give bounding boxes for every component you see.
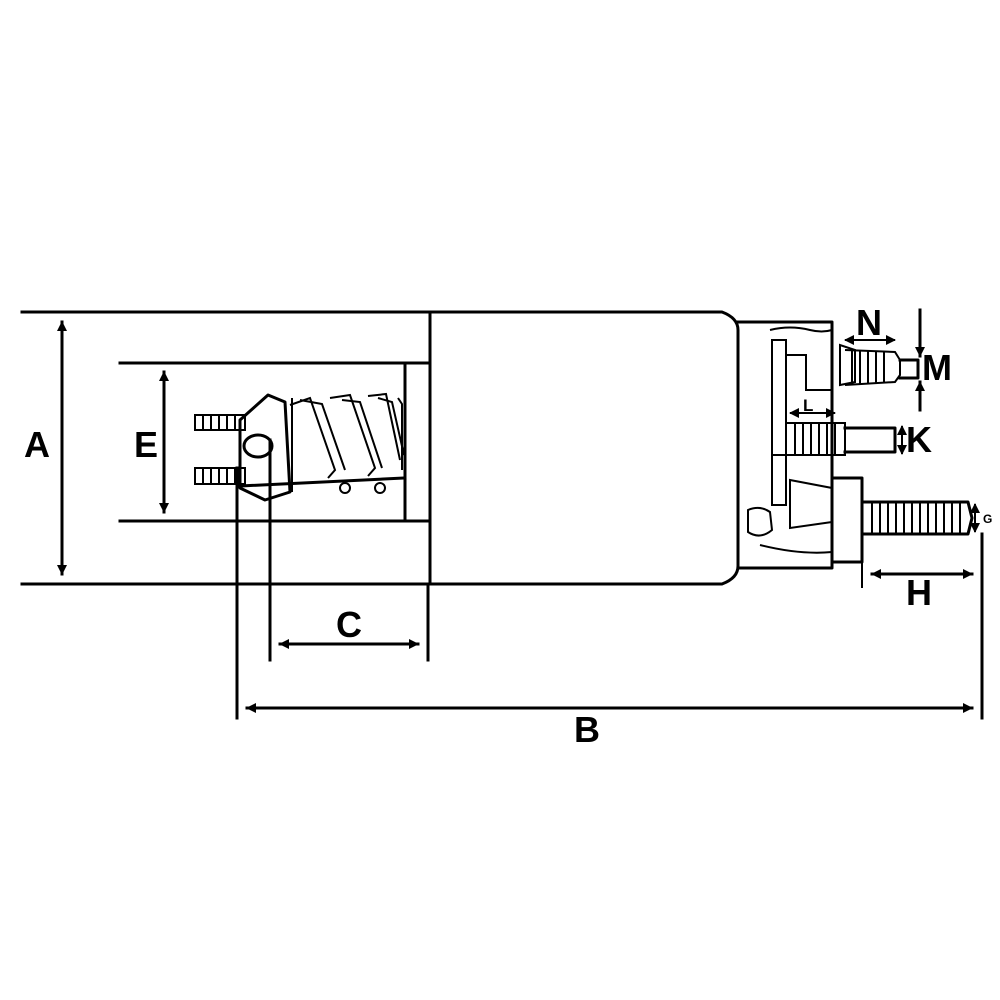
label-h: H: [906, 572, 932, 613]
terminal-g: [747, 478, 974, 537]
label-n: N: [856, 302, 882, 343]
terminal-m: [839, 343, 920, 387]
label-e: E: [134, 424, 158, 465]
terminal-k: [786, 422, 897, 456]
dimension-c: [268, 438, 430, 662]
solenoid-body: [20, 310, 864, 588]
label-m: M: [922, 347, 952, 388]
label-b: B: [574, 709, 600, 750]
label-k: K: [906, 419, 932, 460]
label-a: A: [24, 424, 50, 465]
plunger-housing: [118, 361, 432, 523]
dimension-b: [235, 466, 984, 720]
label-l: L: [803, 396, 813, 415]
label-g: G: [983, 512, 992, 526]
label-c: C: [336, 604, 362, 645]
plunger-spring: [194, 392, 407, 502]
